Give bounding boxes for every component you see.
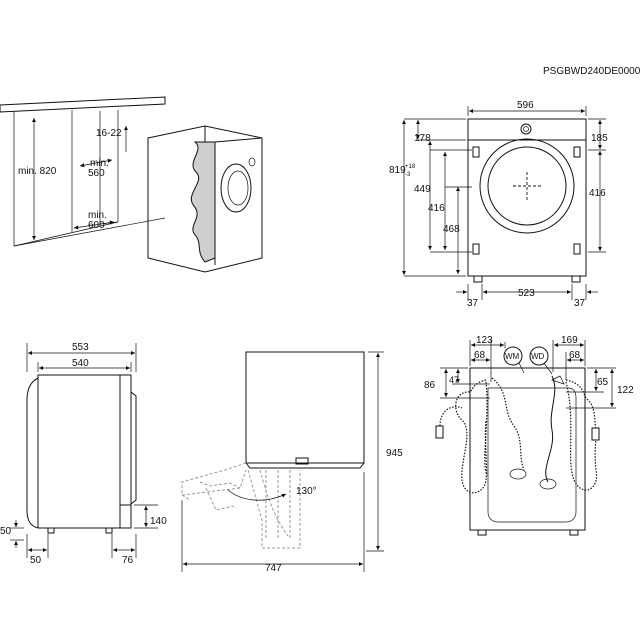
front-height-tol-b: -3 xyxy=(405,172,411,178)
back-top-169: 169 xyxy=(561,335,578,346)
niche-min-width-a: min. xyxy=(88,210,107,221)
side-right-76: 76 xyxy=(122,555,134,566)
side-left-50-v: 50 xyxy=(0,526,12,537)
back-top-68-left: 68 xyxy=(474,350,486,361)
front-bottom-mid: 523 xyxy=(518,288,535,299)
niche-top-gap: 16-22 xyxy=(96,128,122,139)
front-449: 449 xyxy=(414,184,431,195)
front-top-right: 185 xyxy=(591,133,608,144)
back-view: WM WD 123 68 169 68 xyxy=(424,335,634,536)
front-width: 596 xyxy=(517,100,534,111)
front-416-left: 416 xyxy=(428,203,445,214)
niche-min-depth-b: 560 xyxy=(88,168,105,179)
back-left-47: 47 xyxy=(449,375,459,385)
niche-min-height: min. 820 xyxy=(18,166,57,177)
front-height-tol: +18 xyxy=(405,164,416,170)
side-right-140: 140 xyxy=(150,516,167,527)
door-view: 130° 945 747 xyxy=(181,351,403,574)
niche-min-width-b: 600 xyxy=(88,220,105,231)
side-left-50-h: 50 xyxy=(30,555,42,566)
back-wd-label: WD xyxy=(531,352,545,361)
side-depth-total: 553 xyxy=(72,342,89,353)
door-height: 945 xyxy=(386,448,403,459)
front-height: 819 xyxy=(389,165,406,176)
side-view: 553 540 50 50 76 140 xyxy=(0,342,167,566)
back-wm-label: WM xyxy=(505,352,520,361)
front-416-right: 416 xyxy=(589,188,606,199)
niche-min-depth-a: min. xyxy=(90,158,109,169)
door-angle: 130° xyxy=(296,486,317,497)
back-top-68-right: 68 xyxy=(569,350,581,361)
door-depth: 747 xyxy=(265,563,282,574)
back-left-86: 86 xyxy=(424,380,436,391)
front-bottom-right: 37 xyxy=(574,298,586,309)
back-right-122: 122 xyxy=(617,385,634,396)
front-view: 596 819 +18 -3 178 449 416 468 185 416 xyxy=(389,100,608,309)
front-top-left: 178 xyxy=(414,133,431,144)
front-bottom-left: 37 xyxy=(467,298,479,309)
back-right-65: 65 xyxy=(597,377,609,388)
side-depth-body: 540 xyxy=(72,358,89,369)
front-468: 468 xyxy=(443,224,460,235)
product-code: PSGBWD240DE00001 xyxy=(543,66,640,77)
back-top-123: 123 xyxy=(476,335,493,346)
niche-view: min. 820 16-22 min. 560 min. 600 xyxy=(0,96,263,273)
